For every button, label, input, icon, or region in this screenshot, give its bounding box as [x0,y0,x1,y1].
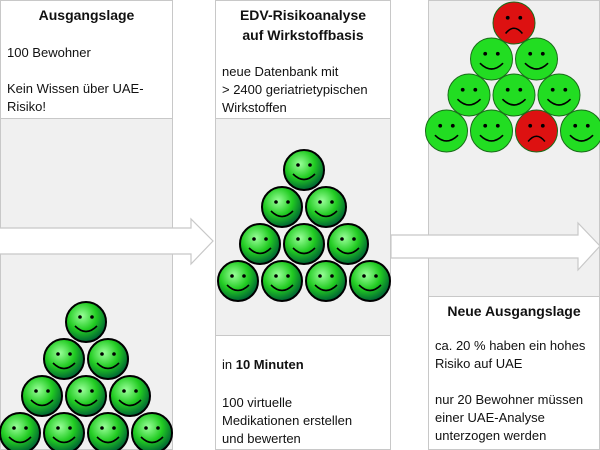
heading-ausgangslage: Ausgangslage [38,7,135,23]
smiley-face-icon [87,338,129,380]
smiley-face-icon [131,412,173,450]
smiley-face-icon [327,223,369,265]
text-wissen-2: Risiko! [7,99,47,114]
happy-face-icon [425,109,468,153]
heading-edv-2: auf Wirkstoffbasis [242,27,364,43]
text-virtuelle-3: und bewerten [222,431,301,446]
sad-face-icon [515,109,558,153]
text-risiko-2: Risiko auf UAE [435,356,523,371]
smiley-face-icon [305,260,347,302]
panel-neue-ausgangslage: Neue Ausgangslage ca. 20 % haben ein hoh… [428,296,600,450]
panel-minuten: in 10 Minuten 100 virtuelle Medikationen… [215,335,391,450]
text-analyse-1: nur 20 Bewohner müssen [435,392,584,407]
smiley-face-icon [0,412,41,450]
smiley-face-icon [305,186,347,228]
text-bewohner: 100 Bewohner [7,45,91,60]
smiley-face-icon [349,260,391,302]
happy-face-icon [492,73,536,117]
happy-face-icon [470,37,513,81]
smiley-face-icon [87,412,129,450]
happy-face-icon [560,109,600,153]
happy-face-icon [470,109,513,153]
text-in: in [222,357,236,372]
text-risiko-1: ca. 20 % haben ein hohes [435,338,586,353]
smiley-pyramid-risk [425,1,600,153]
text-virtuelle-2: Medikationen erstellen [222,413,353,428]
text-datenbank-2: > 2400 geriatrietypischen [222,82,368,97]
text-analyse-3: unterzogen werden [435,428,547,443]
smiley-face-icon [43,412,85,450]
smiley-face-icon [217,260,259,302]
smiley-face-icon [239,223,281,265]
heading-edv-1: EDV-Risikoanalyse [239,7,367,23]
happy-face-icon [447,73,491,117]
smiley-face-icon [65,375,107,417]
smiley-face-icon [283,149,325,191]
panel-ausgangslage: Ausgangslage 100 Bewohner Kein Wissen üb… [0,0,173,119]
text-minuten: in 10 Minuten [222,356,304,374]
smiley-pyramid-residents [0,301,173,450]
smiley-face-icon [65,301,107,343]
text-virtuelle-1: 100 virtuelle [222,395,293,410]
smiley-face-icon [43,338,85,380]
smiley-pyramid-analysis [217,149,391,302]
text-wissen-1: Kein Wissen über UAE- [7,81,144,96]
heading-neue-ausgangslage: Neue Ausgangslage [447,303,581,319]
panel-edv: EDV-Risikoanalyse auf Wirkstoffbasis neu… [215,0,391,119]
text-analyse-2: einer UAE-Analyse [435,410,545,425]
smiley-face-icon [283,223,325,265]
text-datenbank-1: neue Datenbank mit [222,64,339,79]
happy-face-icon [537,73,581,117]
smiley-face-icon [21,375,63,417]
smiley-face-icon [261,260,303,302]
smiley-face-icon [261,186,303,228]
happy-face-icon [515,37,558,81]
text-10-minuten: 10 Minuten [235,357,304,372]
smiley-face-icon [109,375,151,417]
text-datenbank-3: Wirkstoffen [222,100,287,115]
sad-face-icon [492,1,536,45]
